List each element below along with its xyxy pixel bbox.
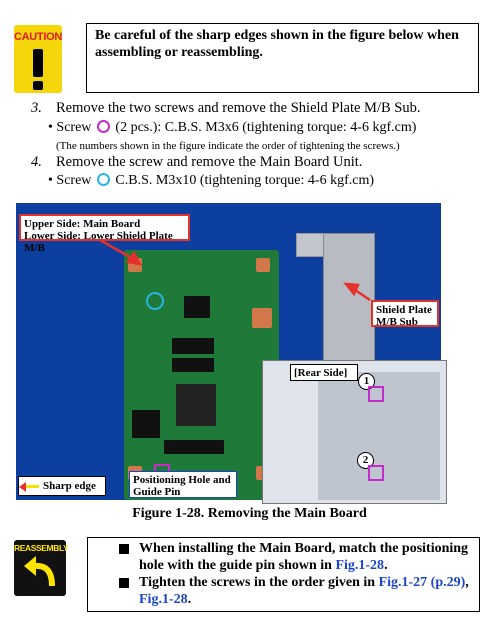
label-positioning-hole: Positioning Hole and Guide Pin <box>129 471 237 498</box>
red-arrow-icon <box>19 482 26 492</box>
step-4-screw-spec: C.B.S. M3x10 (tightening torque: 4-6 kgf… <box>115 173 374 188</box>
caution-text: Be careful of the sharp edges shown in t… <box>95 28 459 60</box>
step-3-screw-spec: (2 pcs.): C.B.S. M3x6 (tightening torque… <box>115 120 417 135</box>
label-shield-line1: Shield Plate <box>376 304 432 316</box>
step-3: 3. Remove the two screws and remove the … <box>31 100 491 117</box>
reassembly-icon-label: REASSEMBLY <box>14 543 69 553</box>
legend-sharp-edge: Sharp edge <box>18 476 106 496</box>
return-arrow-icon <box>24 556 55 587</box>
caution-text-box: Be careful of the sharp edges shown in t… <box>86 23 479 93</box>
rear-side-plate-image <box>318 372 440 500</box>
legend-sharp-edge-text: Sharp edge <box>43 480 96 492</box>
step-4: 4. Remove the screw and remove the Main … <box>31 154 491 171</box>
cyan-circle-icon <box>96 173 110 186</box>
step-4-text: Remove the screw and remove the Main Boa… <box>56 154 363 170</box>
label-shield-plate: Shield Plate M/B Sub <box>371 300 439 328</box>
label-upper-line1: Upper Side: Main Board <box>24 218 141 230</box>
exclamation-dot <box>33 81 43 90</box>
figure-caption: Figure 1-28. Removing the Main Board <box>132 506 367 521</box>
reassembly-icon: REASSEMBLY <box>14 540 69 596</box>
label-rear-side: [Rear Side] <box>290 364 358 381</box>
reassembly-item-2: Tighten the screws in the order given in… <box>139 575 469 607</box>
label-upper-side: Upper Side: Main Board Lower Side: Lower… <box>19 214 190 254</box>
step-3-number: 3. <box>31 100 42 116</box>
label-positioning-line2: Guide Pin <box>133 486 181 498</box>
screw-number-1: 1 <box>358 373 375 390</box>
step-4-screw: • Screw C.B.S. M3x10 (tightening torque:… <box>48 173 374 188</box>
label-positioning-line1: Positioning Hole and <box>133 474 231 486</box>
link-fig-1-27[interactable]: Fig.1-27 (p.29) <box>378 575 466 590</box>
bullet-square <box>119 544 129 554</box>
link-fig-1-28-b[interactable]: Fig.1-28 <box>139 592 188 607</box>
label-upper-line2: Lower Side: Lower Shield Plate M/B <box>24 230 173 254</box>
caution-icon-label: CAUTION <box>14 31 63 43</box>
reassembly-text-box: When installing the Main Board, match th… <box>87 537 480 612</box>
step-3-text: Remove the two screws and remove the Shi… <box>56 100 421 116</box>
magenta-circle-icon <box>96 120 110 133</box>
yellow-line-icon <box>23 485 39 488</box>
cyan-screw-marker <box>146 292 164 310</box>
bullet-square <box>119 578 129 588</box>
reassembly-item-1: When installing the Main Board, match th… <box>139 541 469 573</box>
magenta-screw-marker-1 <box>368 386 384 402</box>
step-4-screw-label: Screw <box>56 173 92 188</box>
step-3-screw: • Screw (2 pcs.): C.B.S. M3x6 (tightenin… <box>48 120 417 135</box>
label-shield-line2: M/B Sub <box>376 316 418 328</box>
screw-number-2: 2 <box>357 452 374 469</box>
caution-icon: CAUTION <box>14 25 62 93</box>
step-3-note: (The numbers shown in the figure indicat… <box>56 140 400 152</box>
step-4-number: 4. <box>31 154 42 170</box>
step-3-screw-label: Screw <box>56 120 92 135</box>
exclamation-bar <box>33 49 43 77</box>
link-fig-1-28[interactable]: Fig.1-28 <box>335 558 385 573</box>
main-board-image <box>124 250 279 500</box>
magenta-screw-marker-2 <box>368 465 384 481</box>
